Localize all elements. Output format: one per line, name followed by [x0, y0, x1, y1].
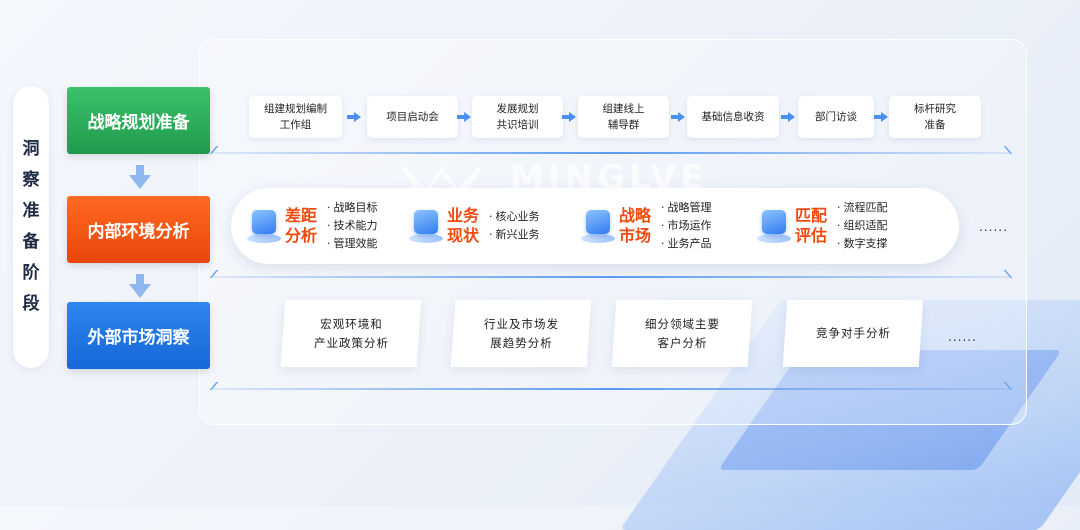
- phase-internal-analysis[interactable]: 内部环境分析: [67, 196, 210, 263]
- external-card[interactable]: 宏观环境和 产业政策分析: [280, 300, 422, 367]
- right-arrow-icon: [457, 112, 471, 122]
- step-card[interactable]: 发展规划 共识培训: [472, 96, 563, 138]
- external-card[interactable]: 竞争对手分析: [782, 300, 924, 367]
- analysis-title: 战略市场: [619, 206, 652, 245]
- external-card[interactable]: 行业及市场发 展趋势分析: [450, 300, 592, 367]
- right-arrow-icon: [347, 112, 361, 122]
- analysis-list: 战略目标 技术能力 管理效能: [327, 199, 378, 253]
- step-card[interactable]: 标杆研究 准备: [889, 96, 981, 138]
- analysis-item: 管理效能: [327, 235, 378, 253]
- step-card[interactable]: 组建线上 辅导群: [578, 96, 669, 138]
- analysis-title: 匹配评估: [795, 206, 828, 245]
- analysis-item: 新兴业务: [489, 226, 540, 244]
- step-card[interactable]: 组建规划编制 工作组: [249, 96, 342, 138]
- down-arrow-icon: [129, 165, 151, 189]
- right-arrow-icon: [562, 112, 576, 122]
- stage-char: 备: [22, 232, 40, 252]
- stage-char: 察: [22, 170, 40, 190]
- analysis-item: 数字支撑: [837, 235, 888, 253]
- analysis-item: 市场运作: [661, 217, 712, 235]
- check-icon: [409, 206, 445, 246]
- analysis-group[interactable]: 业务现状 核心业务 新兴业务: [409, 188, 540, 264]
- analysis-item: 业务产品: [661, 235, 712, 253]
- stage-label-panel: 洞 察 准 备 阶 段: [13, 86, 49, 368]
- internal-analysis-panel: 差距分析 战略目标 技术能力 管理效能 业务现状 核心业务 新兴业务 战略市场 …: [231, 188, 959, 264]
- analysis-group[interactable]: 匹配评估 流程匹配 组织适配 数字支撑: [757, 188, 888, 264]
- analysis-item: 组织适配: [837, 217, 888, 235]
- rocket-icon: [757, 206, 793, 246]
- step-card[interactable]: 基础信息收资: [687, 96, 779, 138]
- analysis-group[interactable]: 战略市场 战略管理 市场运作 业务产品: [581, 188, 712, 264]
- analysis-item: 流程匹配: [837, 199, 888, 217]
- stage-char: 阶: [22, 263, 40, 283]
- analysis-group[interactable]: 差距分析 战略目标 技术能力 管理效能: [247, 188, 378, 264]
- down-arrow-icon: [129, 274, 151, 298]
- more-indicator: ......: [979, 220, 1008, 234]
- stage-char: 准: [22, 201, 40, 221]
- analysis-list: 战略管理 市场运作 业务产品: [661, 199, 712, 253]
- right-arrow-icon: [874, 112, 888, 122]
- analysis-item: 战略目标: [327, 199, 378, 217]
- right-arrow-icon: [781, 112, 795, 122]
- external-card-label: 细分领域主要 客户分析: [644, 316, 720, 350]
- external-card-label: 宏观环境和 产业政策分析: [313, 316, 389, 350]
- external-card-label: 行业及市场发 展趋势分析: [483, 316, 559, 350]
- analysis-item: 核心业务: [489, 208, 540, 226]
- row-baseline: [213, 276, 1009, 278]
- flag-icon: [581, 206, 617, 246]
- stage-char: 洞: [22, 139, 40, 159]
- phase-strategy-prep[interactable]: 战略规划准备: [67, 87, 210, 154]
- phase-market-insight[interactable]: 外部市场洞察: [67, 302, 210, 369]
- target-icon: [247, 206, 283, 246]
- step-card[interactable]: 项目启动会: [367, 96, 458, 138]
- analysis-item: 战略管理: [661, 199, 712, 217]
- analysis-item: 技术能力: [327, 217, 378, 235]
- analysis-list: 流程匹配 组织适配 数字支撑: [837, 199, 888, 253]
- more-indicator: ......: [948, 330, 977, 344]
- external-card-label: 竞争对手分析: [815, 326, 891, 340]
- step-card[interactable]: 部门访谈: [798, 96, 874, 138]
- row-baseline: [213, 388, 1009, 390]
- analysis-list: 核心业务 新兴业务: [489, 208, 540, 244]
- external-card[interactable]: 细分领域主要 客户分析: [611, 300, 753, 367]
- analysis-title: 差距分析: [285, 206, 318, 245]
- row-baseline: [213, 152, 1009, 154]
- stage-char: 段: [22, 294, 40, 314]
- analysis-title: 业务现状: [447, 206, 480, 245]
- right-arrow-icon: [671, 112, 685, 122]
